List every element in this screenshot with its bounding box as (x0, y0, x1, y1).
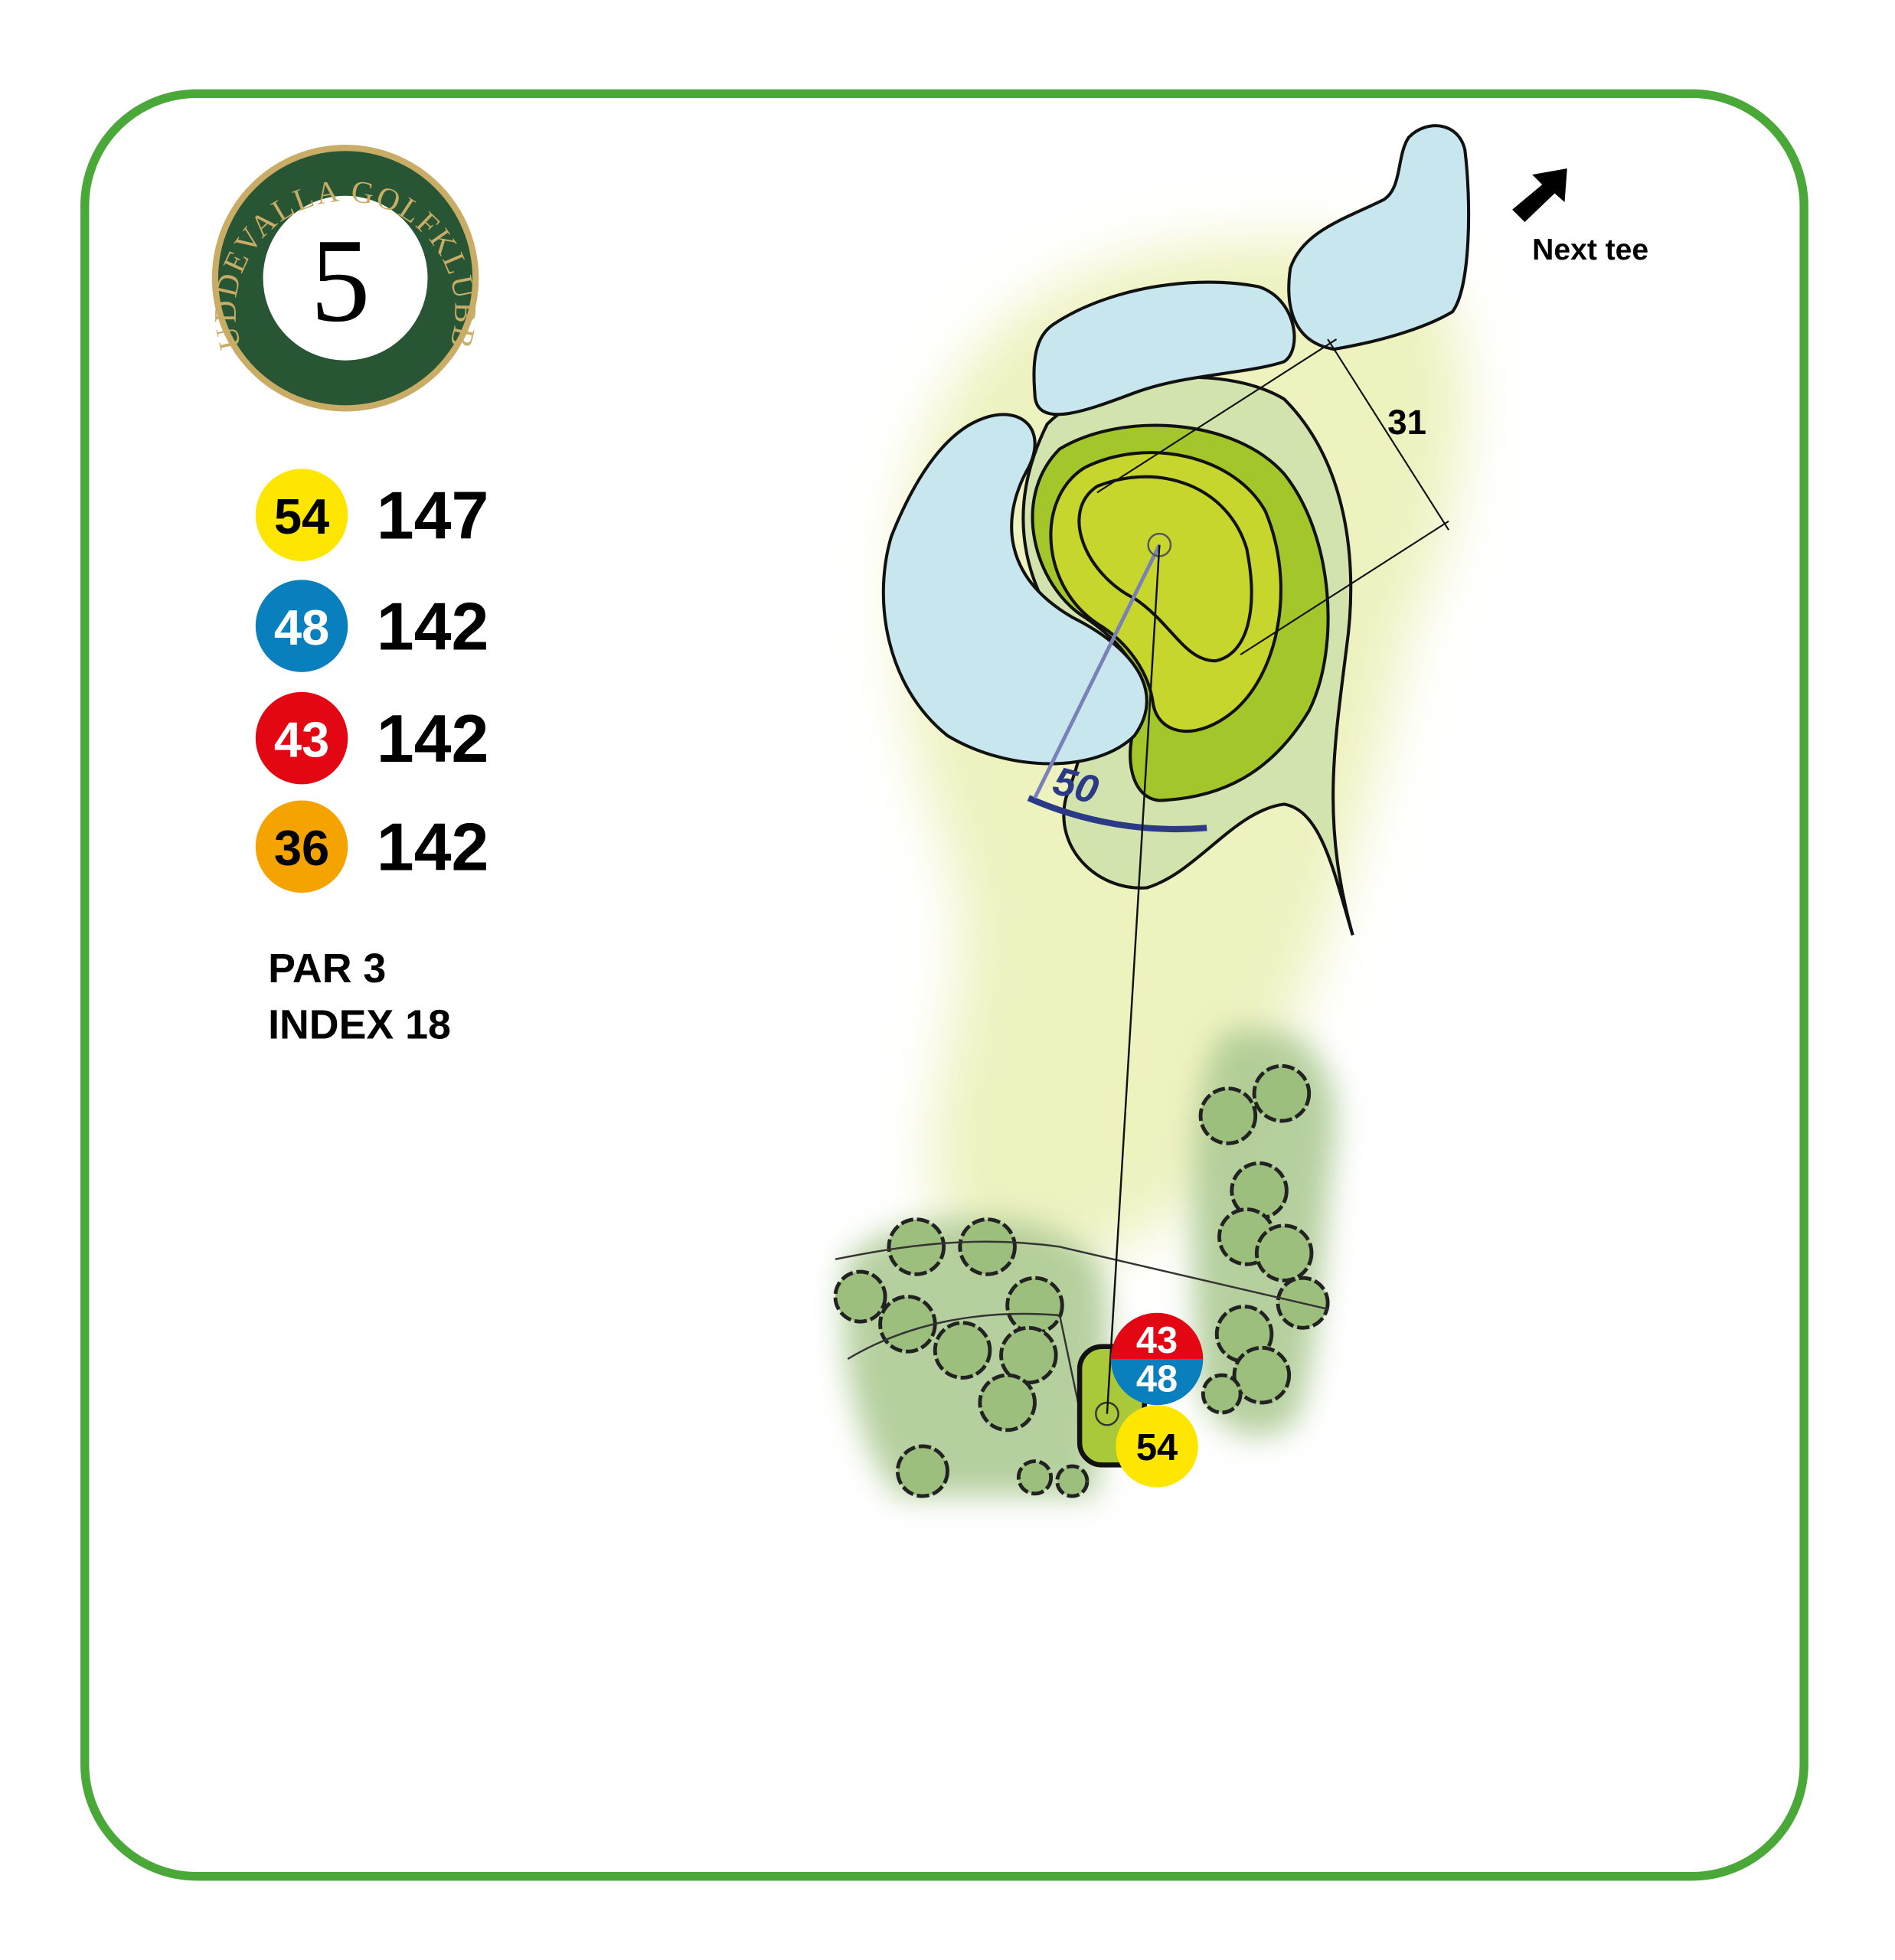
water-hazard-middle (1032, 280, 1296, 416)
tee-code: 36 (274, 820, 329, 876)
tee-marker-red-blue: 43 48 (1110, 1312, 1204, 1406)
tee-length: 142 (377, 589, 489, 665)
green-depth-label: 31 (1387, 403, 1426, 442)
tee-length: 147 (377, 478, 489, 554)
tee-length: 142 (377, 809, 489, 885)
index-label: INDEX 18 (268, 1002, 451, 1048)
hole-map: 31 50 43 48 (833, 124, 1471, 1498)
club-logo: UDDEVALLA GOLFKLUBB 5 (208, 145, 481, 412)
path-lines (835, 1240, 1328, 1434)
tee-marker-yellow: 54 (1136, 1427, 1178, 1468)
tee-marker-yellow-badge (1116, 1405, 1198, 1488)
tee-badge-yellow (255, 469, 348, 561)
trees (833, 1063, 1330, 1498)
tee-marker-blue: 48 (1136, 1358, 1178, 1400)
par-label: PAR 3 (268, 946, 386, 991)
carry-arc (1027, 795, 1207, 833)
water-hazard-left (881, 413, 1148, 766)
tee-code: 54 (274, 488, 329, 544)
green-tier (1077, 475, 1253, 663)
tee-list: 54 147 48 142 43 142 36 142 (255, 469, 489, 893)
carry-distance-label: 50 (1048, 759, 1103, 813)
tee-row-36: 36 142 (255, 800, 489, 893)
tee-marker-red: 43 (1136, 1320, 1178, 1361)
next-tee-label: Next tee (1532, 234, 1648, 266)
tee-row-48: 48 142 (255, 580, 489, 672)
tee-row-54: 54 147 (255, 469, 489, 561)
hole-number: 5 (310, 214, 370, 347)
tee-length: 142 (377, 701, 489, 776)
tee-badge-blue (255, 580, 348, 672)
dogleg-line (1033, 544, 1162, 799)
play-line (1106, 544, 1161, 1414)
tee-code: 48 (274, 599, 329, 655)
tee-badge-red (255, 691, 348, 785)
green-depth-measure (1096, 338, 1449, 655)
putting-green (1049, 451, 1282, 733)
tee-badge-orange (255, 800, 348, 893)
tee-row-43: 43 142 (255, 691, 489, 785)
next-tee-arrow-icon (1512, 168, 1567, 222)
tee-code: 43 (274, 712, 329, 768)
